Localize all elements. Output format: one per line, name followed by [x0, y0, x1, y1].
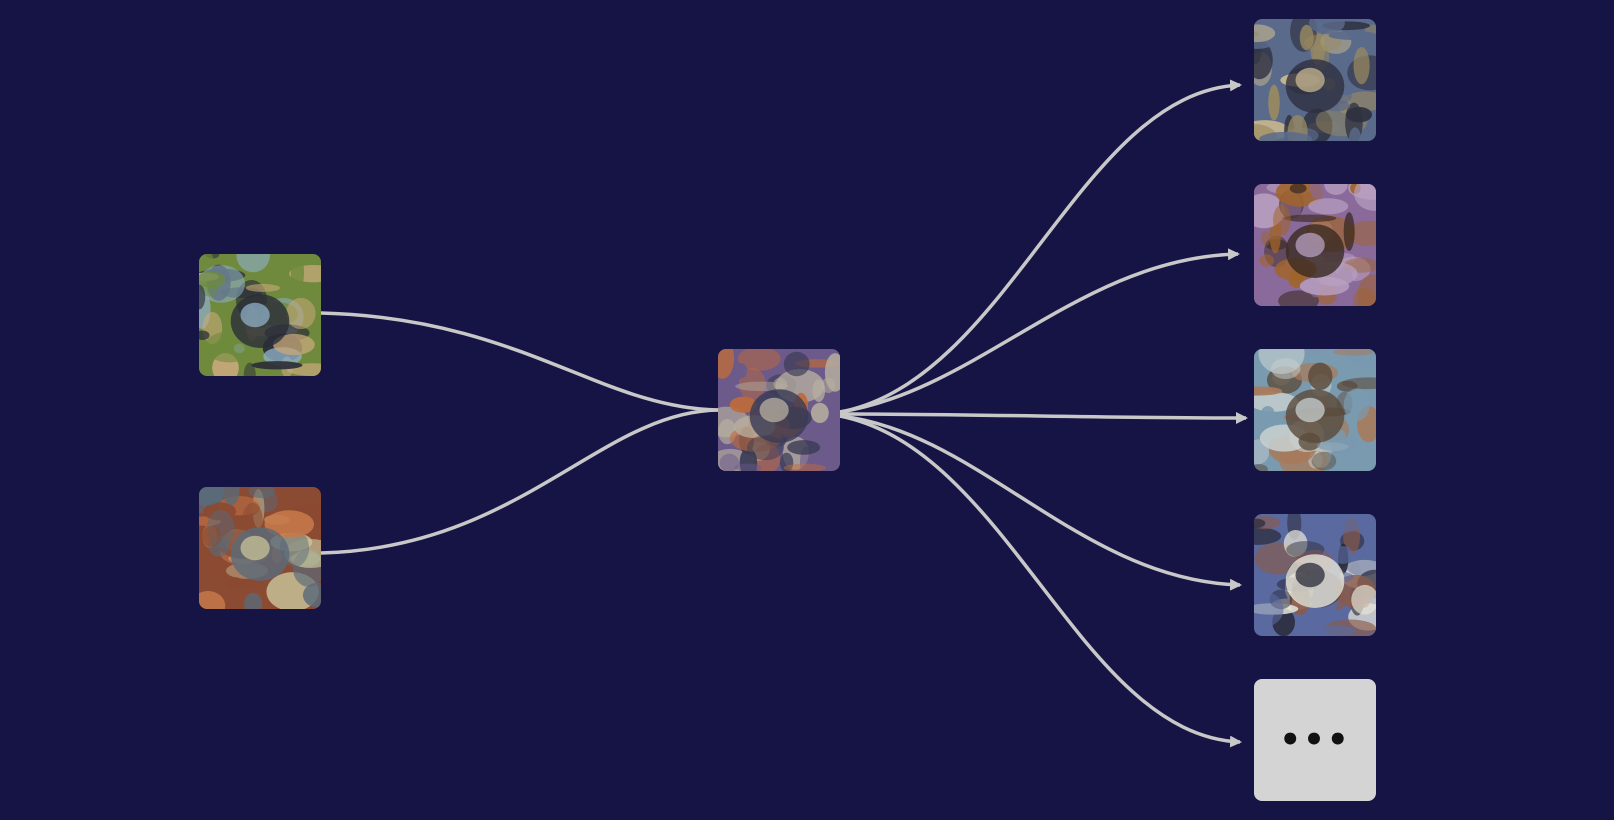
- input-image-1: [199, 254, 321, 376]
- ellipsis-icon: •••: [1279, 720, 1351, 760]
- output-image-4: [1254, 514, 1376, 636]
- edge-input-1-to-hub: [320, 311, 719, 412]
- vintage-vehicle-wheel-image: [199, 487, 321, 609]
- edge-input-2-to-hub: [320, 408, 719, 555]
- spider-feature-visualization-image: [1254, 349, 1376, 471]
- output-image-3: [1254, 349, 1376, 471]
- edge-hub-to-output-2: [839, 248, 1240, 414]
- dog-feature-visualization-image: [1254, 19, 1376, 141]
- more-outputs-tile: •••: [1254, 679, 1376, 801]
- edge-hub-to-output-1: [839, 79, 1242, 414]
- curly-dog-feature-visualization-image: [1254, 184, 1376, 306]
- white-dog-feature-visualization-image: [1254, 514, 1376, 636]
- output-image-2: [1254, 184, 1376, 306]
- edge-hub-to-output-3: [839, 411, 1248, 424]
- car-animal-hybrid-image: [199, 254, 321, 376]
- input-image-2: [199, 487, 321, 609]
- edge-hub-to-output-4: [839, 414, 1242, 591]
- car-feature-visualization-image: [718, 349, 840, 471]
- edge-hub-to-more: [839, 414, 1242, 748]
- output-image-1: [1254, 19, 1376, 141]
- hub-image: [718, 349, 840, 471]
